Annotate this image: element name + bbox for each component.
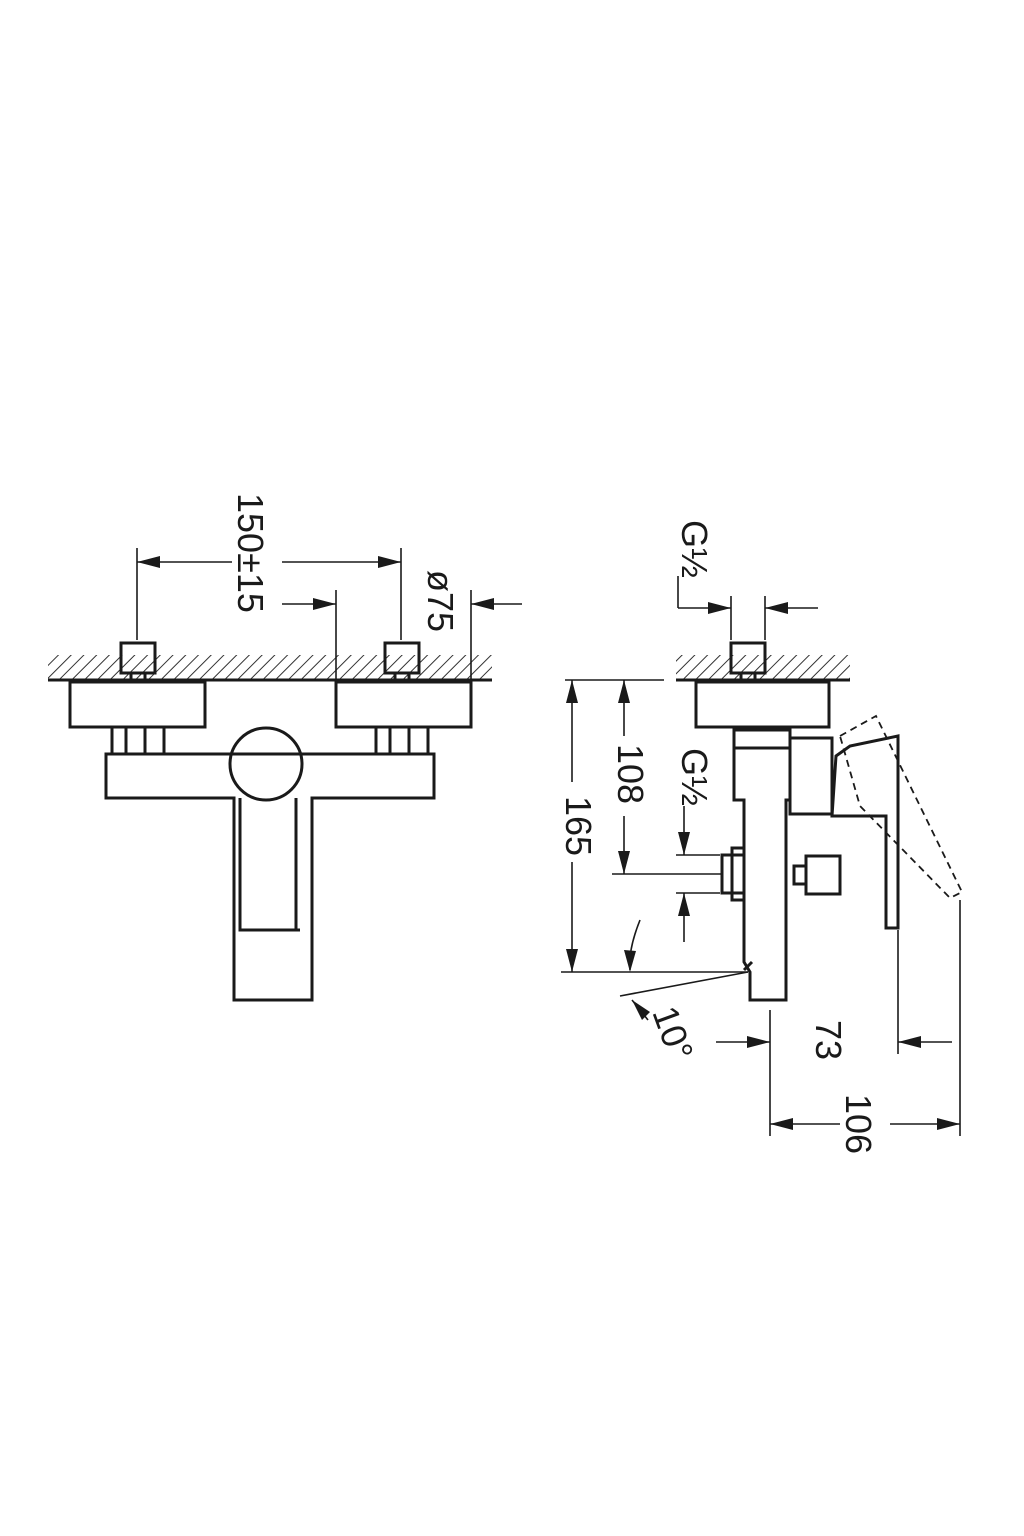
height-to-outlet-label: 108 <box>610 744 651 804</box>
overall-height-dimension <box>561 680 748 973</box>
overall-height-label: 165 <box>558 796 599 856</box>
flange-diameter-dimension <box>282 590 522 680</box>
spout-angle-dimension <box>619 919 749 1021</box>
inlet-thread-label: G½ <box>674 520 715 578</box>
height-to-outlet-dimension <box>565 679 722 875</box>
outlet-fitting <box>720 846 842 902</box>
right-connector <box>334 641 473 756</box>
lever-handle <box>830 734 900 930</box>
projection-total-label: 106 <box>838 1094 879 1154</box>
side-view: G½ G½ 108 165 <box>558 520 964 1154</box>
projection-body-label: 73 <box>808 1020 849 1060</box>
flange-diameter-label: ø75 <box>420 570 461 632</box>
left-connector <box>68 641 207 756</box>
outlet-thread-label: G½ <box>674 748 715 806</box>
projection-body-dimension <box>716 930 952 1136</box>
front-wall <box>48 655 492 682</box>
front-view: 150±15 ø75 <box>48 493 522 1002</box>
lever-alternate-position <box>838 714 964 900</box>
side-body <box>732 736 834 1002</box>
outlet-thread-dimension <box>676 806 720 942</box>
centers-dimension <box>136 548 402 640</box>
mixer-body <box>104 726 436 1002</box>
spout-angle-label: 10° <box>644 1001 701 1066</box>
projection-total-dimension <box>770 900 961 1136</box>
centers-dimension-label: 150±15 <box>230 493 271 613</box>
side-wall <box>676 655 850 682</box>
inlet-thread-dimension <box>677 576 818 640</box>
